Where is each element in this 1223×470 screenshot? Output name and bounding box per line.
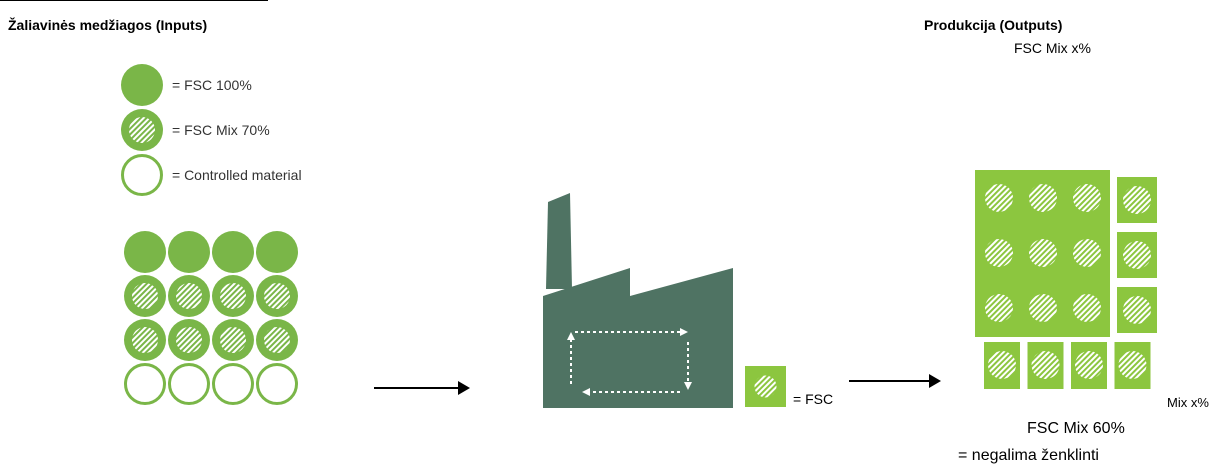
output-products: [975, 170, 1157, 389]
input-circle-mix: [256, 319, 298, 361]
fsc-square-icon: [745, 366, 786, 407]
mix-label: Mix x%: [1167, 395, 1209, 410]
input-circle-controlled: [256, 363, 298, 405]
input-circle-controlled: [168, 363, 210, 405]
input-circle-fsc100: [212, 231, 254, 273]
arrow-to-factory: [374, 381, 470, 395]
product-note: = negalima ženklinti: [958, 447, 1099, 464]
legend-controlled-icon: [121, 154, 163, 196]
input-circle-mix: [256, 275, 298, 317]
input-circle-mix: [212, 275, 254, 317]
outputs-subtitle: FSC Mix x%: [1014, 40, 1091, 56]
input-circle-fsc100: [256, 231, 298, 273]
legend-label-controlled: = Controlled material: [172, 167, 302, 183]
input-circle-fsc100: [124, 231, 166, 273]
input-circle-fsc100: [168, 231, 210, 273]
legend-label-mix: = FSC Mix 70%: [172, 122, 270, 138]
input-circle-controlled: [124, 363, 166, 405]
input-circle-mix: [124, 319, 166, 361]
input-circle-mix: [212, 319, 254, 361]
legend-fsc100-icon: [121, 64, 163, 106]
outputs-title: Produkcija (Outputs): [924, 17, 1063, 33]
input-circle-mix: [168, 275, 210, 317]
product-label: FSC Mix 60%: [1027, 420, 1125, 437]
inputs-title: Žaliavinės medžiagos (Inputs): [8, 17, 208, 33]
input-circle-mix: [168, 319, 210, 361]
input-circle-mix: [124, 275, 166, 317]
input-circle-controlled: [212, 363, 254, 405]
top-rule: [0, 0, 268, 1]
legend-symbols: [121, 64, 163, 196]
arrow-to-outputs: [849, 374, 941, 388]
legend-label-fsc100: = FSC 100%: [172, 77, 252, 93]
legend-mix-icon: [121, 109, 163, 151]
fsc-label: = FSC: [793, 391, 834, 407]
input-material-grid: [124, 231, 298, 405]
factory-icon: [543, 193, 733, 408]
